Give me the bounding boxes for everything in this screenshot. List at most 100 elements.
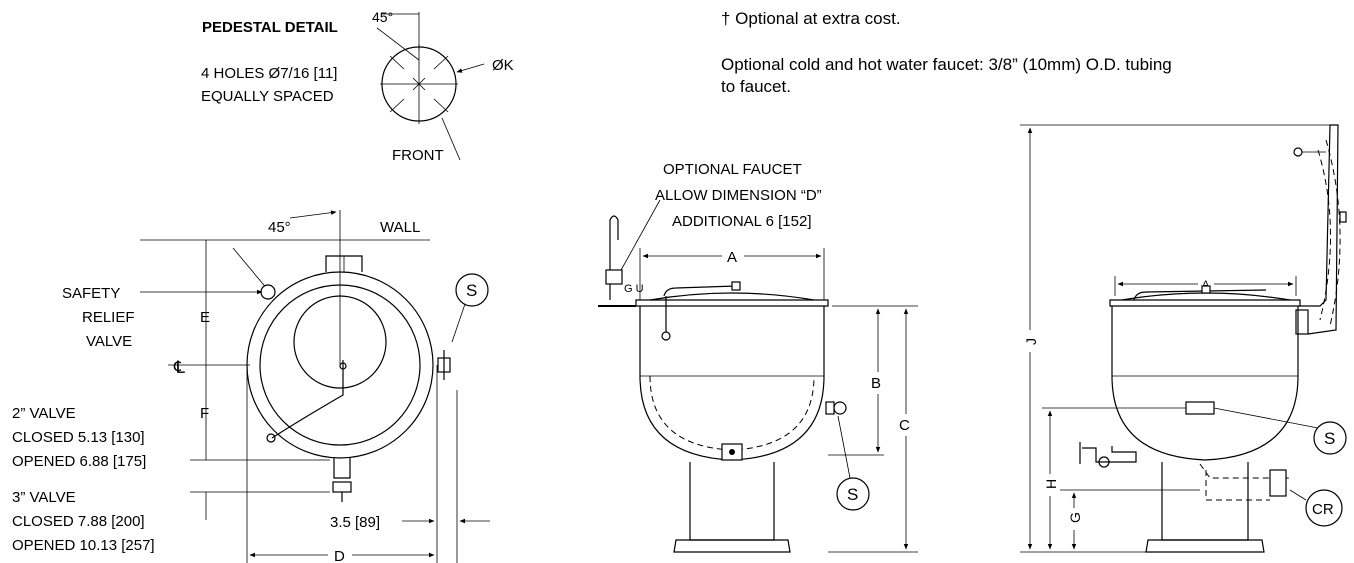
front-lid-handle xyxy=(663,285,737,297)
side-label-g: G xyxy=(1067,512,1083,523)
faucet-detail-text: G U xyxy=(624,283,644,295)
front-kettle-body xyxy=(639,306,825,461)
side-cr-fitting xyxy=(1269,469,1287,497)
top-view: WALL 45° SAFETY RELIEF VALVE E ℄ F xyxy=(12,210,490,563)
front-faucet-line2: ALLOW DIMENSION “D” xyxy=(655,187,822,204)
note-faucet-line2: to faucet. xyxy=(721,77,791,96)
pedestal-angle-label: 45° xyxy=(372,9,393,25)
pedestal-detail: PEDESTAL DETAIL 45° ØK 4 HOLES Ø7/16 [11… xyxy=(201,9,514,164)
front-pedestal xyxy=(689,462,775,541)
stir-rod-pivot xyxy=(339,362,347,370)
label-cl: ℄ xyxy=(173,358,185,377)
pedestal-hole-mark xyxy=(389,98,405,113)
faucet-body xyxy=(605,269,623,285)
valve3-opened: OPENED 10.13 [257] xyxy=(12,537,155,554)
pedestal-hole-mark xyxy=(433,98,449,113)
side-raised-lid xyxy=(1300,124,1339,335)
side-lid-dome xyxy=(1121,292,1291,301)
drain-valve-body xyxy=(333,458,351,479)
top-angle-label: 45° xyxy=(268,219,291,236)
note-faucet-line1: Optional cold and hot water faucet: 3/8”… xyxy=(721,55,1172,74)
kettle-inner-rim xyxy=(259,284,421,446)
pedestal-detail-title: PEDESTAL DETAIL xyxy=(202,19,338,36)
safety-line3: VALVE xyxy=(86,333,132,350)
side-s-fitting xyxy=(1185,401,1215,415)
stir-rod xyxy=(271,360,344,439)
notes: † Optional at extra cost. Optional cold … xyxy=(721,9,1172,96)
side-lid-handle xyxy=(1133,289,1267,301)
pedestal-dia-k: ØK xyxy=(492,57,514,74)
stir-rod-end xyxy=(266,433,276,443)
valve3-title: 3” VALVE xyxy=(12,489,76,506)
valve2-closed: CLOSED 5.13 [130] xyxy=(12,429,145,446)
top-angle-line xyxy=(232,247,269,291)
wall-label: WALL xyxy=(380,219,420,236)
side-cr-pipe-2 xyxy=(1205,470,1270,501)
faucet-spout xyxy=(609,215,619,300)
side-label-h: H xyxy=(1043,479,1059,489)
side-hinge xyxy=(1295,309,1309,335)
safety-line1: SAFETY xyxy=(62,285,120,302)
front-s-fitting xyxy=(825,401,835,415)
front-label-b: B xyxy=(871,375,881,392)
pedestal-holes-line2: EQUALLY SPACED xyxy=(201,88,334,105)
pedestal-front-label: FRONT xyxy=(392,147,444,164)
side-lid-handle-ring xyxy=(1293,147,1303,157)
side-s-leader xyxy=(1213,407,1319,429)
front-s-circle xyxy=(836,477,870,511)
side-pedestal xyxy=(1161,462,1249,541)
pedestal-hole-mark xyxy=(389,55,405,70)
safety-valve-marker xyxy=(260,284,276,300)
side-cr-pipe xyxy=(1199,463,1290,479)
label-e: E xyxy=(200,309,210,326)
pedestal-center-mark xyxy=(412,77,426,91)
front-faucet-line1: OPTIONAL FAUCET xyxy=(663,161,802,178)
pedestal-front-leader xyxy=(441,117,461,161)
front-pedestal-base xyxy=(673,539,791,553)
side-lid-latch xyxy=(1339,211,1347,223)
side-view: J H G A S xyxy=(1020,124,1347,553)
side-drain-ring xyxy=(1098,456,1110,468)
note-optional-cost: † Optional at extra cost. xyxy=(721,9,901,28)
front-s-leader xyxy=(837,415,851,479)
front-s-fitting-ring xyxy=(833,401,847,415)
top-angle-arrow xyxy=(289,210,337,219)
label-f: F xyxy=(200,405,209,422)
pedestal-k-leader xyxy=(456,63,485,73)
side-pedestal-base xyxy=(1145,539,1265,553)
front-faucet-line3: ADDITIONAL 6 [152] xyxy=(672,213,812,230)
pedestal-hole-mark xyxy=(433,55,449,70)
side-lid-arc-1 xyxy=(1325,139,1341,327)
valve3-closed: CLOSED 7.88 [200] xyxy=(12,513,145,530)
safety-line2: RELIEF xyxy=(82,309,135,326)
side-s-circle xyxy=(1313,421,1347,455)
drain-valve-handle xyxy=(332,481,352,493)
side-label-j: J xyxy=(1023,338,1039,345)
front-lid-knob xyxy=(731,281,741,291)
side-lid-knob xyxy=(1201,285,1211,294)
front-lid-dome xyxy=(649,292,815,301)
front-lid-rim xyxy=(635,299,829,307)
side-cr-leader xyxy=(1289,489,1307,501)
side-s-label: S xyxy=(1324,429,1335,448)
s-leader-top xyxy=(451,303,466,343)
front-label-a: A xyxy=(727,249,737,266)
valve2-title: 2” VALVE xyxy=(12,405,76,422)
kettle-inner-circle xyxy=(293,295,387,389)
front-s-label: S xyxy=(847,485,858,504)
side-label-a: A xyxy=(1202,279,1210,291)
pedestal-holes-line1: 4 HOLES Ø7/16 [11] xyxy=(201,65,337,82)
s-callout-circle-top xyxy=(455,273,489,307)
front-view: OPTIONAL FAUCET ALLOW DIMENSION “D” ADDI… xyxy=(598,161,918,553)
side-cr-circle xyxy=(1305,489,1343,527)
front-drain-center xyxy=(729,449,735,455)
front-stir-rod-end xyxy=(661,331,671,341)
side-lid-arc-2 xyxy=(1317,149,1331,321)
front-inner-dashed xyxy=(649,375,815,451)
side-lid-rim xyxy=(1109,299,1301,307)
s-callout-top: S xyxy=(466,281,477,300)
pedestal-angle-line xyxy=(376,27,420,61)
side-kettle-body xyxy=(1111,306,1299,461)
valve2-opened: OPENED 6.88 [175] xyxy=(12,453,146,470)
